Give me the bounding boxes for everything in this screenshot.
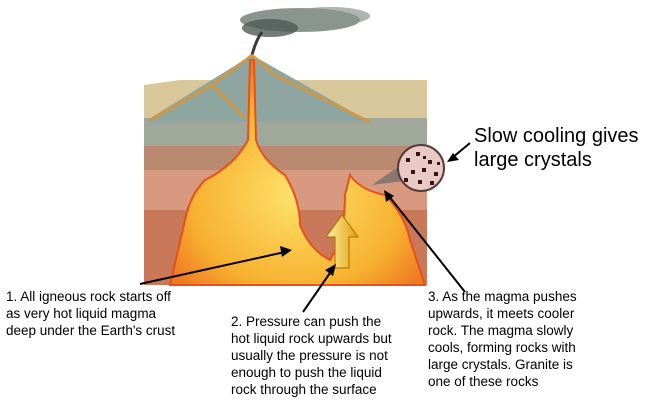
volcano-cone xyxy=(144,54,371,124)
pressure-up-arrow xyxy=(325,214,359,269)
step2-label: 2. Pressure can push the hot liquid rock… xyxy=(231,314,392,397)
pointer-arrows xyxy=(139,142,471,313)
step3-label: 3. As the magma pushes upwards, it meets… xyxy=(428,289,577,389)
slow-cooling-label: Slow cooling gives large crystals xyxy=(474,125,639,171)
step1-label: 1. All igneous rock starts off as very h… xyxy=(6,289,176,338)
smoke-plume xyxy=(240,7,370,56)
crystal-magnifier xyxy=(372,144,445,192)
magma-chamber xyxy=(168,59,427,286)
